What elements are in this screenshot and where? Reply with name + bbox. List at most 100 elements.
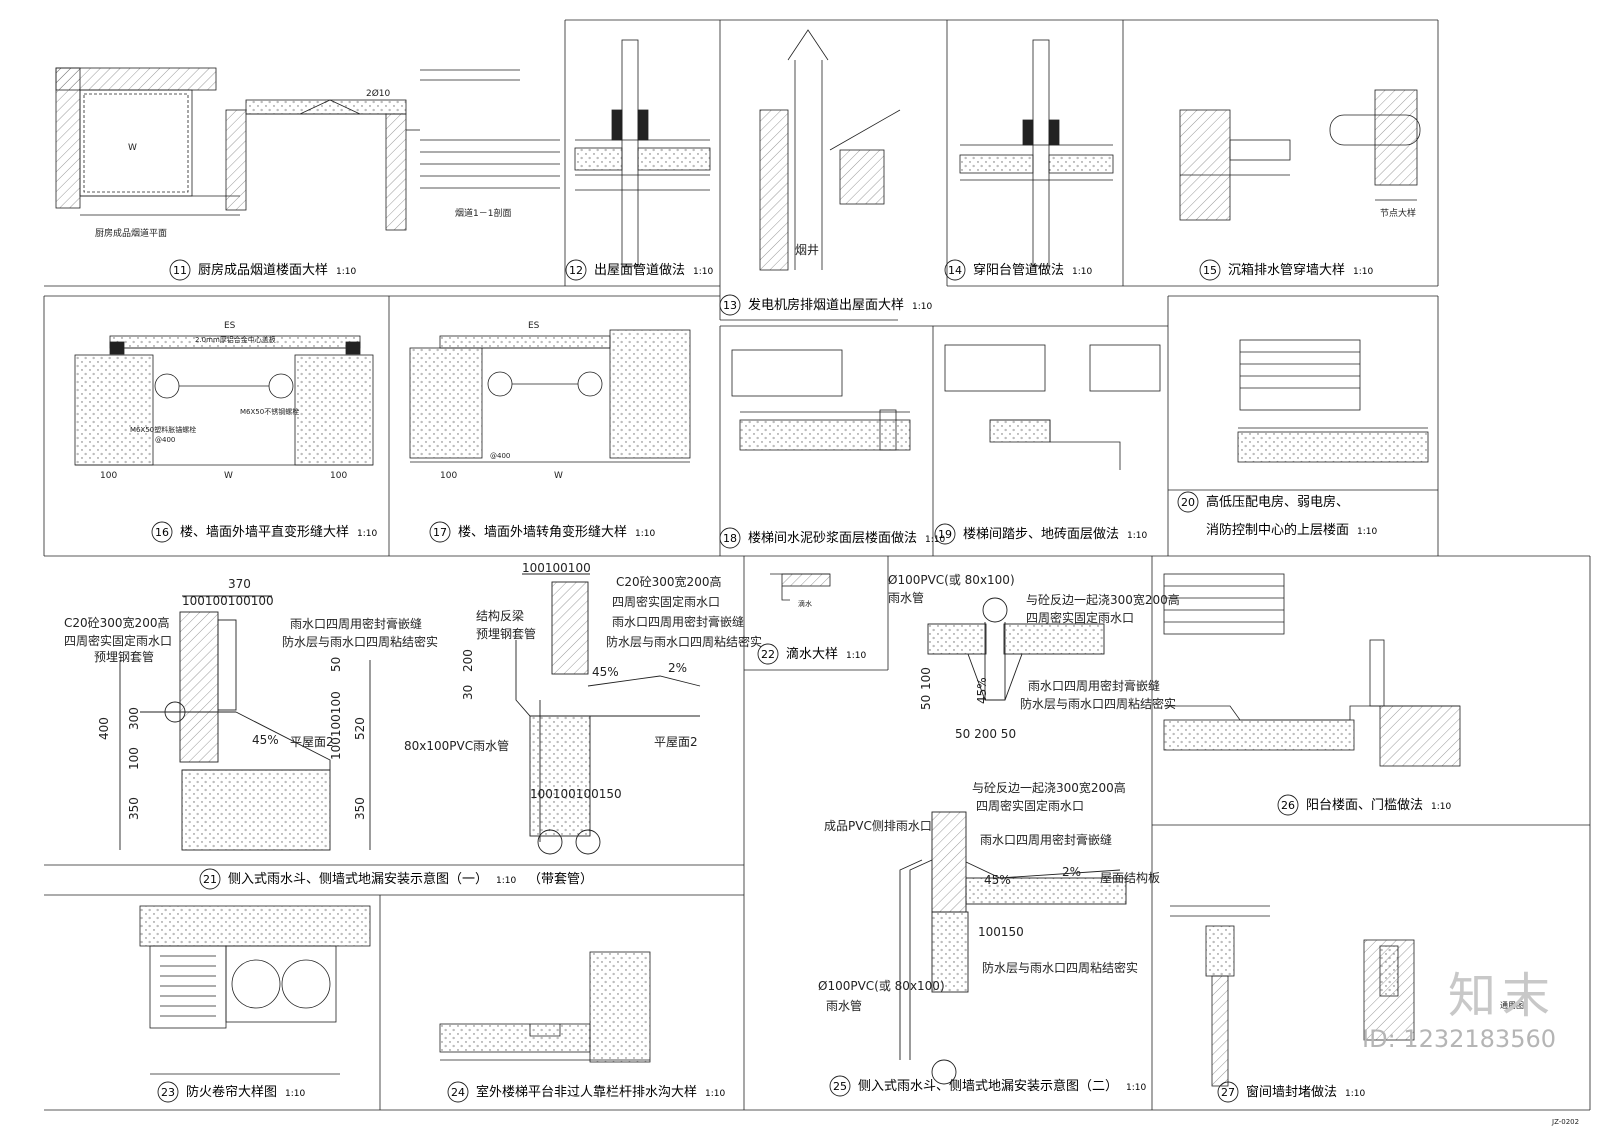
d21-fix-note: 四周密实固定雨水口 <box>64 633 172 648</box>
panel-18-scale: 1:10 <box>925 535 945 545</box>
svg-text:2Ø10: 2Ø10 <box>366 88 391 99</box>
d25-slab: 屋面结构板 <box>1100 870 1160 885</box>
d25-top-fix: 四周密实固定雨水口 <box>1026 610 1134 625</box>
panel-19-drawing <box>944 344 1161 470</box>
d25-fix: 四周密实固定雨水口 <box>976 798 1084 813</box>
panel-15-title: 沉箱排水管穿墙大样 <box>1228 262 1345 278</box>
d24-pipe-note: 预埋钢套管 <box>476 626 536 641</box>
panel-12-scale: 1:10 <box>693 267 713 277</box>
d24-dim-30: 30 <box>461 685 475 700</box>
panel-15-scale: 1:10 <box>1353 267 1373 277</box>
panel-11-plan-label: 厨房成品烟道平面 <box>95 227 167 239</box>
panel-16-scale: 1:10 <box>357 529 377 539</box>
panel-21-badge <box>199 868 221 890</box>
panel-17-es: ES <box>528 321 540 331</box>
d21-seal-note: 雨水口四周用密封膏嵌缝 <box>290 616 422 631</box>
panel-20-badge <box>1177 491 1199 513</box>
panel-17-badge <box>429 521 451 543</box>
d25-pvc: Ø100PVC(或 80x100) <box>818 979 945 993</box>
panel-13-badge <box>719 294 741 316</box>
d24-top-dims: 100100100 <box>522 561 591 575</box>
panel-14-title: 穿阳台管道做法 <box>973 262 1064 278</box>
d25-top-pipe: 雨水管 <box>888 590 924 605</box>
panel-15-drawing: 节点大样 <box>1179 89 1421 221</box>
panel-25-title: 侧入式雨水斗、侧墙式地漏安装示意图（二） <box>858 1078 1118 1094</box>
panel-14-badge <box>944 259 966 281</box>
panel-18-drawing <box>731 349 911 451</box>
panel-16-number: 16 <box>155 526 169 539</box>
panel-16-drawing: ES W 100 100 2.0mm厚铝合金中心盖板 M6X50不锈钢螺栓 M6… <box>74 321 374 481</box>
panel-11-number: 11 <box>173 264 187 277</box>
panel-21b-drawing: 100100100 C20砼300宽200高 四周密实固定雨水口 雨水口四周用密… <box>404 561 762 855</box>
d21-dim-50: 50 <box>329 657 343 672</box>
panel-27-scale: 1:10 <box>1345 1089 1365 1099</box>
panel-25-number: 25 <box>833 1080 847 1093</box>
panel-16-bolt-note: M6X50不锈钢螺栓 <box>240 407 299 416</box>
panel-19-scale: 1:10 <box>1127 531 1147 541</box>
panel-14-scale: 1:10 <box>1072 267 1092 277</box>
panel-21-extra: （带套管） <box>528 871 593 887</box>
d24-pvc-note: 80x100PVC雨水管 <box>404 738 509 753</box>
sheet-frame <box>43 19 1591 1111</box>
d21-dim-520: 520 <box>353 717 367 740</box>
d24-2pc: 2% <box>668 661 687 675</box>
panel-16-spacing-note: @400 <box>155 436 175 444</box>
d25-c20: 与砼反边一起浇300宽200高 <box>972 780 1126 795</box>
panel-16-dim-right: 100 <box>330 471 347 481</box>
panel-27-badge <box>1217 1081 1239 1103</box>
panel-15-node-label: 节点大样 <box>1380 207 1416 219</box>
panel-17-drawing: ES W 100 @400 <box>409 321 691 481</box>
d21-dim-100: 100 <box>127 747 141 770</box>
panel-11-section-label: 烟道1－1剖面 <box>455 207 511 219</box>
panel-25-badge <box>829 1075 851 1097</box>
panel-24-drawing <box>439 951 651 1063</box>
panel-22-title: 滴水大样 <box>786 646 838 662</box>
panel-20-title-line2: 消防控制中心的上层楼面 <box>1206 522 1349 538</box>
d21-slope: 45% <box>252 733 279 747</box>
d21-dim-300: 300 <box>127 707 141 730</box>
panel-16-badge <box>151 521 173 543</box>
panel-18-number: 18 <box>723 532 737 545</box>
d24-seal-note: 雨水口四周用密封膏嵌缝 <box>612 614 744 629</box>
d25-top-c20: 与砼反边一起浇300宽200高 <box>1026 592 1180 607</box>
panel-22-number: 22 <box>761 648 775 661</box>
panel-23-badge <box>157 1081 179 1103</box>
d21-width: 370 <box>228 577 251 591</box>
d22-drip-note: 滴水 <box>798 599 812 608</box>
d25-wp: 防水层与雨水口四周粘结密实 <box>982 960 1138 975</box>
panel-20-title: 高低压配电房、弱电房、 <box>1206 494 1349 510</box>
panel-16-plate-note: 2.0mm厚铝合金中心盖板 <box>195 335 276 344</box>
d24-beam-note: 结构反梁 <box>476 608 524 623</box>
d25-top-dims: 50 200 50 <box>955 727 1016 741</box>
d25-top-seal: 雨水口四周用密封膏嵌缝 <box>1028 678 1160 693</box>
d24-fix-note: 四周密实固定雨水口 <box>612 594 720 609</box>
chimney-label: 烟井 <box>795 243 819 257</box>
panel-23-scale: 1:10 <box>285 1089 305 1099</box>
panel-15-badge <box>1199 259 1221 281</box>
d25-cheng-note: 成品PVC侧排雨水口 <box>824 819 932 833</box>
d21-pipe-note: 预埋钢套管 <box>94 649 154 664</box>
panel-27-title: 窗间墙封堵做法 <box>1246 1084 1337 1100</box>
panel-13-scale: 1:10 <box>912 302 932 312</box>
panel-12-drawing <box>574 39 711 267</box>
d21-roof: 平屋面2 <box>290 735 334 749</box>
panel-18-badge <box>719 527 741 549</box>
panel-26-scale: 1:10 <box>1431 802 1451 812</box>
panel-16-w: W <box>224 471 233 481</box>
panel-22-drawing: 滴水 <box>770 573 831 608</box>
panel-12-badge <box>565 259 587 281</box>
d25-top-dim-100: 100 <box>919 667 933 690</box>
d25-top-dim-50: 50 <box>919 695 933 710</box>
panel-24-badge <box>447 1081 469 1103</box>
d21-dim-350-left: 350 <box>127 797 141 820</box>
d25-2pc: 2% <box>1062 865 1081 879</box>
panel-16-anchor-note: M6X50塑料胀锚螺栓 <box>130 425 196 434</box>
panel-20-drawing <box>1237 339 1429 463</box>
d25-dims: 100150 <box>978 925 1024 939</box>
panel-17-w: W <box>554 471 563 481</box>
panel-17-scale: 1:10 <box>635 529 655 539</box>
panel-23-drawing <box>139 905 371 1075</box>
panel-26-drawing <box>1163 573 1461 767</box>
sheet-code: JZ-0202 <box>1551 1118 1579 1126</box>
panel-19-title: 楼梯间踏步、地砖面层做法 <box>963 527 1119 542</box>
